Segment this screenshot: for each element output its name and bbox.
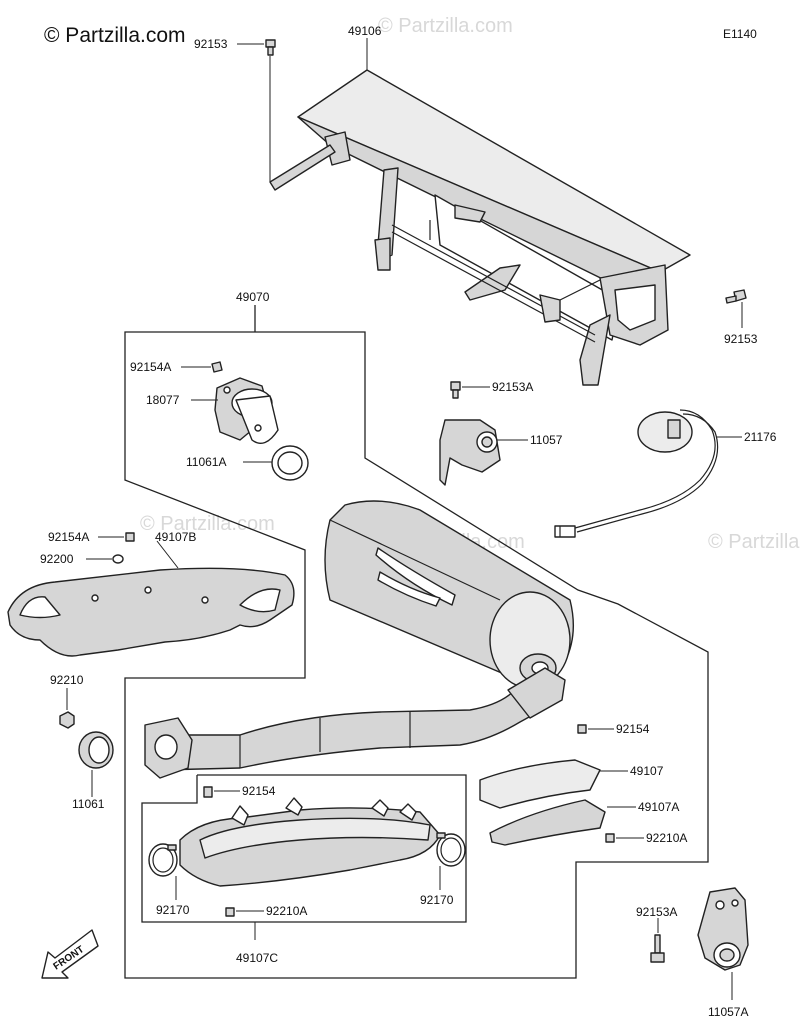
callout-11061: 11061: [72, 797, 105, 811]
clamp-92170-left: [148, 843, 178, 877]
callout-92153A-bottom: 92153A: [636, 905, 677, 919]
callout-49107A: 49107A: [638, 800, 679, 814]
bolt-92154A: [211, 361, 223, 373]
assembly-49070-outline: [124, 305, 709, 979]
diagram-code: E1140: [723, 27, 757, 41]
callout-92154A-2: 92154A: [48, 530, 89, 544]
heat-shield-49107B: [7, 567, 295, 657]
callout-92154A: 92154A: [130, 360, 171, 374]
callout-11057A: 11057A: [708, 1005, 748, 1019]
gasket-11061A: [271, 445, 309, 481]
cover-49107: [479, 759, 601, 809]
heat-shield-49107C: [179, 797, 441, 887]
nut-92210A-right: [605, 833, 615, 843]
callout-92154-right: 92154: [616, 722, 650, 736]
callout-92170-left: 92170: [156, 903, 190, 917]
callout-49106: 49106: [348, 24, 382, 38]
bracket-11057A: [697, 887, 749, 971]
bolt-92153-right: [725, 289, 747, 304]
watermark-left: © Partzilla.com: [140, 513, 275, 535]
callout-21176: 21176: [744, 430, 777, 444]
callout-92153-top: 92153: [194, 37, 228, 51]
brand-logo: © Partzilla.com: [44, 24, 186, 47]
heat-guard-49106: [269, 69, 691, 386]
callout-49070: 49070: [236, 290, 270, 304]
nut-92210: [59, 711, 75, 729]
oxygen-sensor-21176: [554, 409, 719, 538]
callout-92170-right: 92170: [420, 893, 454, 907]
screw-92154A: [125, 532, 135, 542]
exhaust-pipe: [144, 667, 566, 779]
cover-49107A: [489, 799, 606, 846]
callout-92154-inner: 92154: [242, 784, 276, 798]
watermarks: © Partzilla.com © Partzilla.com © Partzi…: [140, 15, 800, 553]
callout-49107B: 49107B: [155, 530, 196, 544]
callout-92200: 92200: [40, 552, 74, 566]
callout-92153-right: 92153: [724, 332, 758, 346]
bolt-92153A: [450, 381, 461, 399]
front-arrow-icon: FRONT: [41, 929, 99, 979]
muffler-body: [324, 500, 575, 689]
watermark-top: © Partzilla.com: [378, 15, 513, 37]
nut-92210A-inner: [225, 907, 235, 917]
assembly-49107C-outline: [141, 774, 467, 923]
bolt-92153-top: [265, 39, 276, 56]
callout-92210: 92210: [50, 673, 84, 687]
callout-92210A-right: 92210A: [646, 831, 687, 845]
callout-92210A-inner: 92210A: [266, 904, 307, 918]
callout-11061A: 11061A: [186, 455, 226, 469]
callout-92153A: 92153A: [492, 380, 533, 394]
screw-92154-right: [577, 724, 587, 734]
screw-92154-inner: [203, 786, 213, 798]
watermark-right: © Partzilla.com: [708, 531, 800, 553]
clamp-92170-right: [436, 832, 466, 867]
gasket-11061: [78, 731, 114, 769]
callout-11057: 11057: [530, 433, 563, 447]
bracket-11057: [439, 419, 501, 486]
callout-49107: 49107: [630, 764, 664, 778]
bolt-92153A-bottom: [650, 934, 665, 963]
spark-arrester-18077: [214, 377, 279, 444]
callout-49107C: 49107C: [236, 951, 278, 965]
lead-49107B: [156, 540, 179, 569]
washer-92200: [112, 554, 124, 564]
callout-18077: 18077: [146, 393, 180, 407]
